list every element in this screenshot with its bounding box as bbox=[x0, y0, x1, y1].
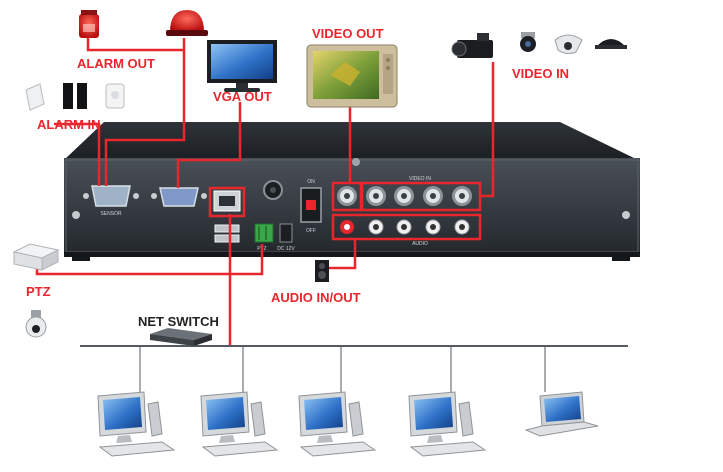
lan-port bbox=[213, 190, 241, 212]
audio-panel-label: AUDIO bbox=[412, 241, 428, 247]
pir-sensor-icon bbox=[25, 83, 45, 111]
ceiling-dome-camera-icon bbox=[595, 39, 627, 49]
network-backbone bbox=[80, 345, 628, 392]
dvr-recorder bbox=[64, 122, 640, 261]
door-contact-sensor-icon bbox=[63, 83, 87, 109]
desktop-pc-icon bbox=[408, 391, 487, 457]
crt-monitor-icon bbox=[306, 44, 398, 108]
power-switch: ON OFF bbox=[300, 179, 322, 234]
switch-off-label: OFF bbox=[306, 228, 316, 234]
power-input: DC 12V bbox=[263, 180, 295, 252]
ptz-decoder-icon bbox=[12, 243, 60, 271]
alarm-siren-icon bbox=[166, 10, 208, 36]
video-in-panel-label: VIDEO IN bbox=[409, 176, 431, 182]
ptz-label: PTZ bbox=[26, 284, 51, 299]
sensor-port: SENSOR bbox=[83, 185, 139, 217]
speed-dome-camera-icon bbox=[520, 32, 536, 52]
switch-on-label: ON bbox=[307, 179, 315, 185]
audio-ports-highlight bbox=[331, 213, 482, 241]
ptz-camera-icon bbox=[25, 310, 47, 338]
vga-monitor-icon bbox=[207, 40, 277, 92]
video-out-label: VIDEO OUT bbox=[312, 26, 384, 41]
laptop-icon bbox=[524, 391, 599, 437]
audio-in-out-label: AUDIO IN/OUT bbox=[271, 290, 361, 305]
desktop-pc-icon bbox=[97, 391, 176, 457]
vga-out-label: VGA OUT bbox=[213, 89, 272, 104]
desktop-pc-icon bbox=[200, 391, 279, 457]
rca-audio-ports: AUDIO bbox=[340, 219, 470, 247]
net-switch-label: NET SWITCH bbox=[138, 314, 219, 329]
alarm-out-label: ALARM OUT bbox=[77, 56, 155, 71]
bnc-video-ports: VIDEO IN bbox=[337, 176, 472, 206]
alarm-strobe-icon bbox=[79, 10, 99, 38]
vga-port bbox=[151, 187, 207, 207]
usb-ports bbox=[214, 224, 240, 243]
desktop-pc-icon bbox=[298, 391, 377, 457]
video-in-label: VIDEO IN bbox=[512, 66, 570, 81]
network-switch-icon bbox=[150, 328, 212, 346]
smoke-detector-icon bbox=[105, 83, 125, 109]
lan-port-highlight bbox=[208, 186, 246, 218]
power-label: DC 12V bbox=[277, 246, 295, 252]
audio-speaker-icon bbox=[315, 260, 329, 282]
alarm-in-label: ALARM IN bbox=[37, 117, 101, 132]
camcorder-icon bbox=[451, 33, 493, 58]
sensor-port-label: SENSOR bbox=[100, 211, 122, 217]
dome-camera-icon bbox=[554, 34, 583, 55]
